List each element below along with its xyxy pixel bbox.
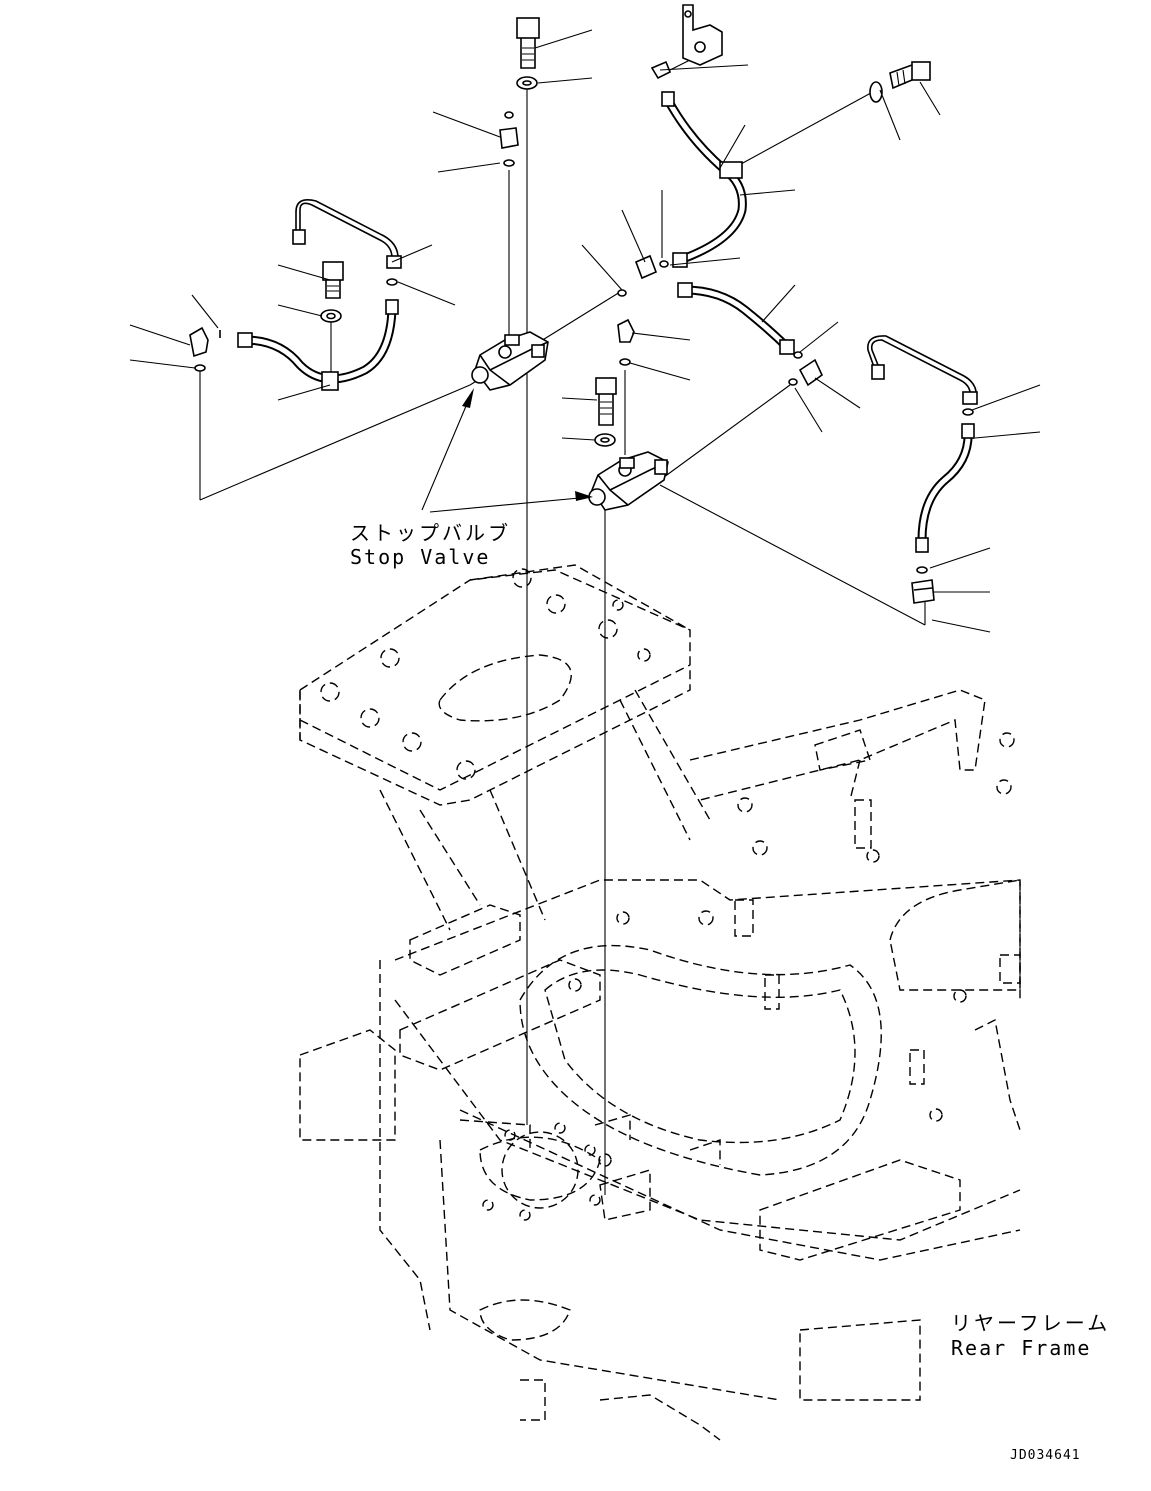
lower-stop-valve: [588, 318, 669, 511]
bolt-top-right: [889, 61, 931, 90]
rear-frame-label-ja: リヤーフレーム: [951, 1311, 1111, 1335]
stop-valve-label-ja: ストップバルブ: [350, 521, 511, 545]
drawing-id: JD034641: [1010, 1448, 1081, 1463]
stop-valve-arrows: [421, 388, 593, 513]
rear-frame-label-en: Rear Frame: [951, 1336, 1092, 1360]
upper-stop-valve: [471, 17, 549, 391]
rear-frame-outline: [299, 564, 1021, 1441]
installation-lines: [199, 59, 926, 1195]
stop-valve-label-en: Stop Valve: [350, 545, 491, 569]
leader-lines: [129, 29, 1041, 633]
left-pipe-assembly: [189, 199, 402, 391]
top-right-hose-assembly: [617, 4, 931, 387]
bolt-left: [322, 261, 344, 299]
right-pipe-assembly: [867, 335, 978, 604]
